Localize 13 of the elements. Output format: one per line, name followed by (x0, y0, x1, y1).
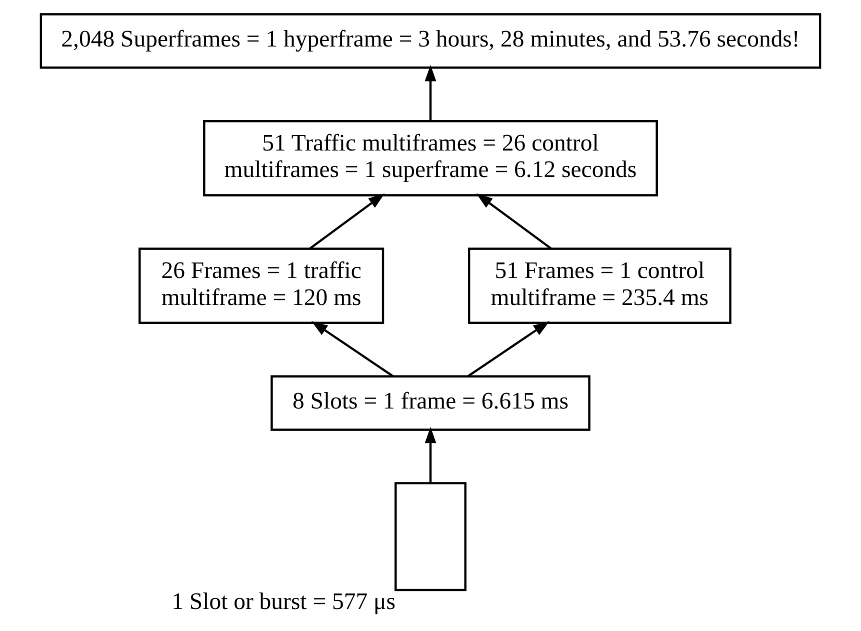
node-box (394, 482, 466, 592)
arrow (476, 193, 552, 250)
arrow (467, 321, 550, 378)
arrow (311, 321, 394, 378)
node-box: 8 Slots = 1 frame = 6.615 ms (270, 375, 590, 431)
arrow (424, 426, 436, 484)
node-box: 2,048 Superframes = 1 hyperframe = 3 hours, 28 minutes, and 53.76 seconds! (40, 13, 822, 69)
arrow (309, 193, 385, 250)
arrow (424, 64, 436, 121)
node-box: 51 Traffic multiframes = 26 control multiframes = 1 superframe = 6.12 seconds (203, 120, 658, 196)
node-label: 1 Slot or burst = 577 μs (172, 589, 396, 616)
node-box: 26 Frames = 1 traffic multiframe = 120 ms (138, 248, 384, 324)
node-box: 51 Frames = 1 control multiframe = 235.4 ms (468, 248, 732, 324)
